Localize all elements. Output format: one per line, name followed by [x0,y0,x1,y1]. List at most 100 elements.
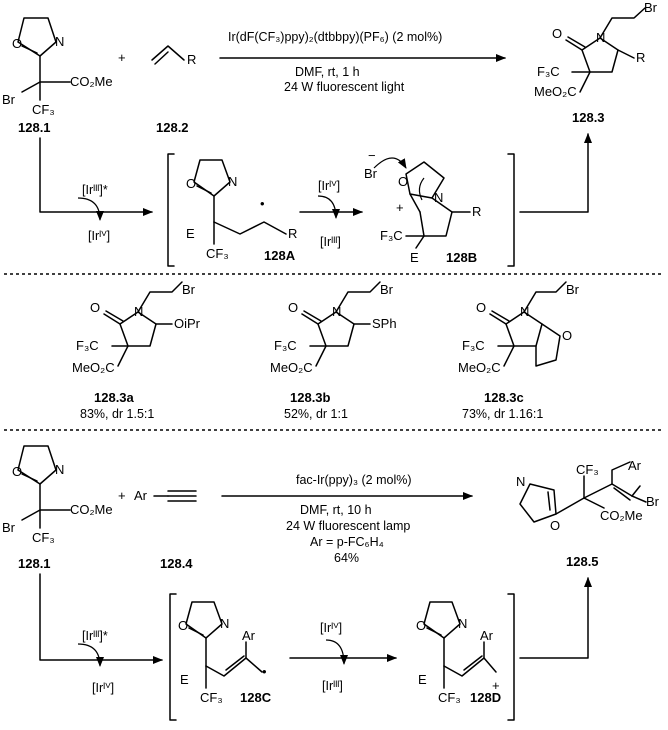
atom-br: Br [566,282,580,297]
group-meo2c: MeO₂C [534,84,577,99]
ir3-star-label-2: [Irᴵᴵᴵ]* [82,629,108,643]
atom-n: N [458,616,467,631]
ir4-label-2b: [Irᴵⱽ] [320,621,342,635]
atom-o: O [288,300,298,315]
group-f3c: F₃C [76,338,99,353]
group-cf3: CF₃ [200,690,223,705]
label-128-2: 128.2 [156,120,189,135]
compound-128-4: Ar 128.4 [134,488,197,571]
label-128-1: 128.1 [18,120,51,135]
yield-128-3c: 73%, dr 1.16:1 [462,407,543,421]
label-128b: 128B [446,250,477,265]
atom-o-ring: O [562,328,572,343]
plus-charge: + [492,678,500,693]
yield-128-3b: 52%, dr 1:1 [284,407,348,421]
label-128d: 128D [470,690,501,705]
atom-br: Br [364,166,378,181]
atom-o: O [552,26,562,41]
atom-n: N [228,174,237,189]
product-128-3c: O N O Br F₃C MeO₂C 128.3c 73%, dr 1.16:1 [458,281,580,421]
minus-charge: − [368,148,376,163]
group-co2me: CO₂Me [70,74,113,89]
group-meo2c: MeO₂C [270,360,313,375]
group-f3c: F₃C [537,64,560,79]
group-f3c: F₃C [274,338,297,353]
atom-br: Br [182,282,196,297]
compound-128-1-bottom: O N Br CO₂Me CF₃ 128.1 [2,445,113,571]
atom-o: O [416,618,426,633]
atom-br: Br [644,0,658,15]
intermediate-128c: O N Ar • E CF₃ 128C [178,601,272,705]
atom-o: O [90,300,100,315]
substituent-sph: SPh [372,316,397,331]
yield-128-3a: 83%, dr 1.5:1 [80,407,154,421]
group-co2me: CO₂Me [600,508,643,523]
group-f3c: F₃C [462,338,485,353]
atom-o: O [178,618,188,633]
atom-br: Br [2,92,16,107]
atom-r: R [187,52,196,67]
atom-ar: Ar [480,628,494,643]
atom-e: E [180,672,189,687]
condition-2-light: 24 W fluorescent lamp [286,519,410,533]
group-cf3: CF₃ [576,462,599,477]
atom-n: N [520,304,529,319]
ir4-label-2: [Irᴵⱽ] [92,681,114,695]
atom-ar: Ar [134,488,148,503]
atom-ar: Ar [628,458,642,473]
condition-2-solvent: DMF, rt, 10 h [300,503,372,517]
atom-e: E [418,672,427,687]
label-128-3c: 128.3c [484,390,524,405]
plus-charge: + [396,200,404,215]
group-cf3: CF₃ [438,690,461,705]
atom-br: Br [380,282,394,297]
substituent-oipr: OiPr [174,316,201,331]
intermediate-128d: O N Ar + E CF₃ 128D [416,601,501,705]
atom-n: N [596,30,605,45]
label-128-5: 128.5 [566,554,599,569]
atom-n: N [516,474,525,489]
atom-r: R [288,226,297,241]
condition-2-ar: Ar = p-FC₆H₄ [310,535,384,549]
atom-n: N [434,190,443,205]
atom-e: E [186,226,195,241]
label-128-4: 128.4 [160,556,193,571]
atom-o: O [476,300,486,315]
compound-128-1-top: O N Br CO₂Me CF₃ 128.1 [2,17,113,135]
group-meo2c: MeO₂C [72,360,115,375]
group-cf3: CF₃ [32,530,55,545]
intermediate-128a: O N E CF₃ • R 128A [186,159,297,263]
atom-o: O [12,464,22,479]
group-f3c: F₃C [380,228,403,243]
atom-br: Br [646,494,660,509]
atom-n: N [220,616,229,631]
ir3-label-2: [Irᴵᴵᴵ] [322,679,343,693]
atom-o: O [12,36,22,51]
label-128-3a: 128.3a [94,390,135,405]
plus-sign-2: + [118,488,126,503]
atom-o: O [550,518,560,533]
condition-2-yield: 64% [334,551,359,565]
ir3-star-label: [Irᴵᴵᴵ]* [82,183,108,197]
label-128-1-b: 128.1 [18,556,51,571]
product-128-3a: O N Br OiPr F₃C MeO₂C 128.3a 83%, dr 1.5… [72,281,201,421]
intermediate-128b: − Br O N + R F₃C E 128B [364,148,481,265]
compound-128-3: O N Br R F₃C MeO₂C 128.3 [534,0,658,125]
compound-128-2: R 128.2 [151,45,196,135]
condition-1-solvent: DMF, rt, 1 h [295,65,360,79]
ir3-label: [Irᴵᴵᴵ] [320,235,341,249]
radical-dot: • [262,664,267,679]
atom-n: N [332,304,341,319]
group-meo2c: MeO₂C [458,360,501,375]
atom-e: E [410,250,419,265]
radical-dot: • [260,196,265,211]
atom-r: R [472,204,481,219]
ir4-label: [Irᴵⱽ] [88,229,110,243]
atom-r: R [636,50,645,65]
group-co2me: CO₂Me [70,502,113,517]
atom-o: O [398,174,408,189]
plus-sign: + [118,50,126,65]
condition-1-light: 24 W fluorescent light [284,80,405,94]
